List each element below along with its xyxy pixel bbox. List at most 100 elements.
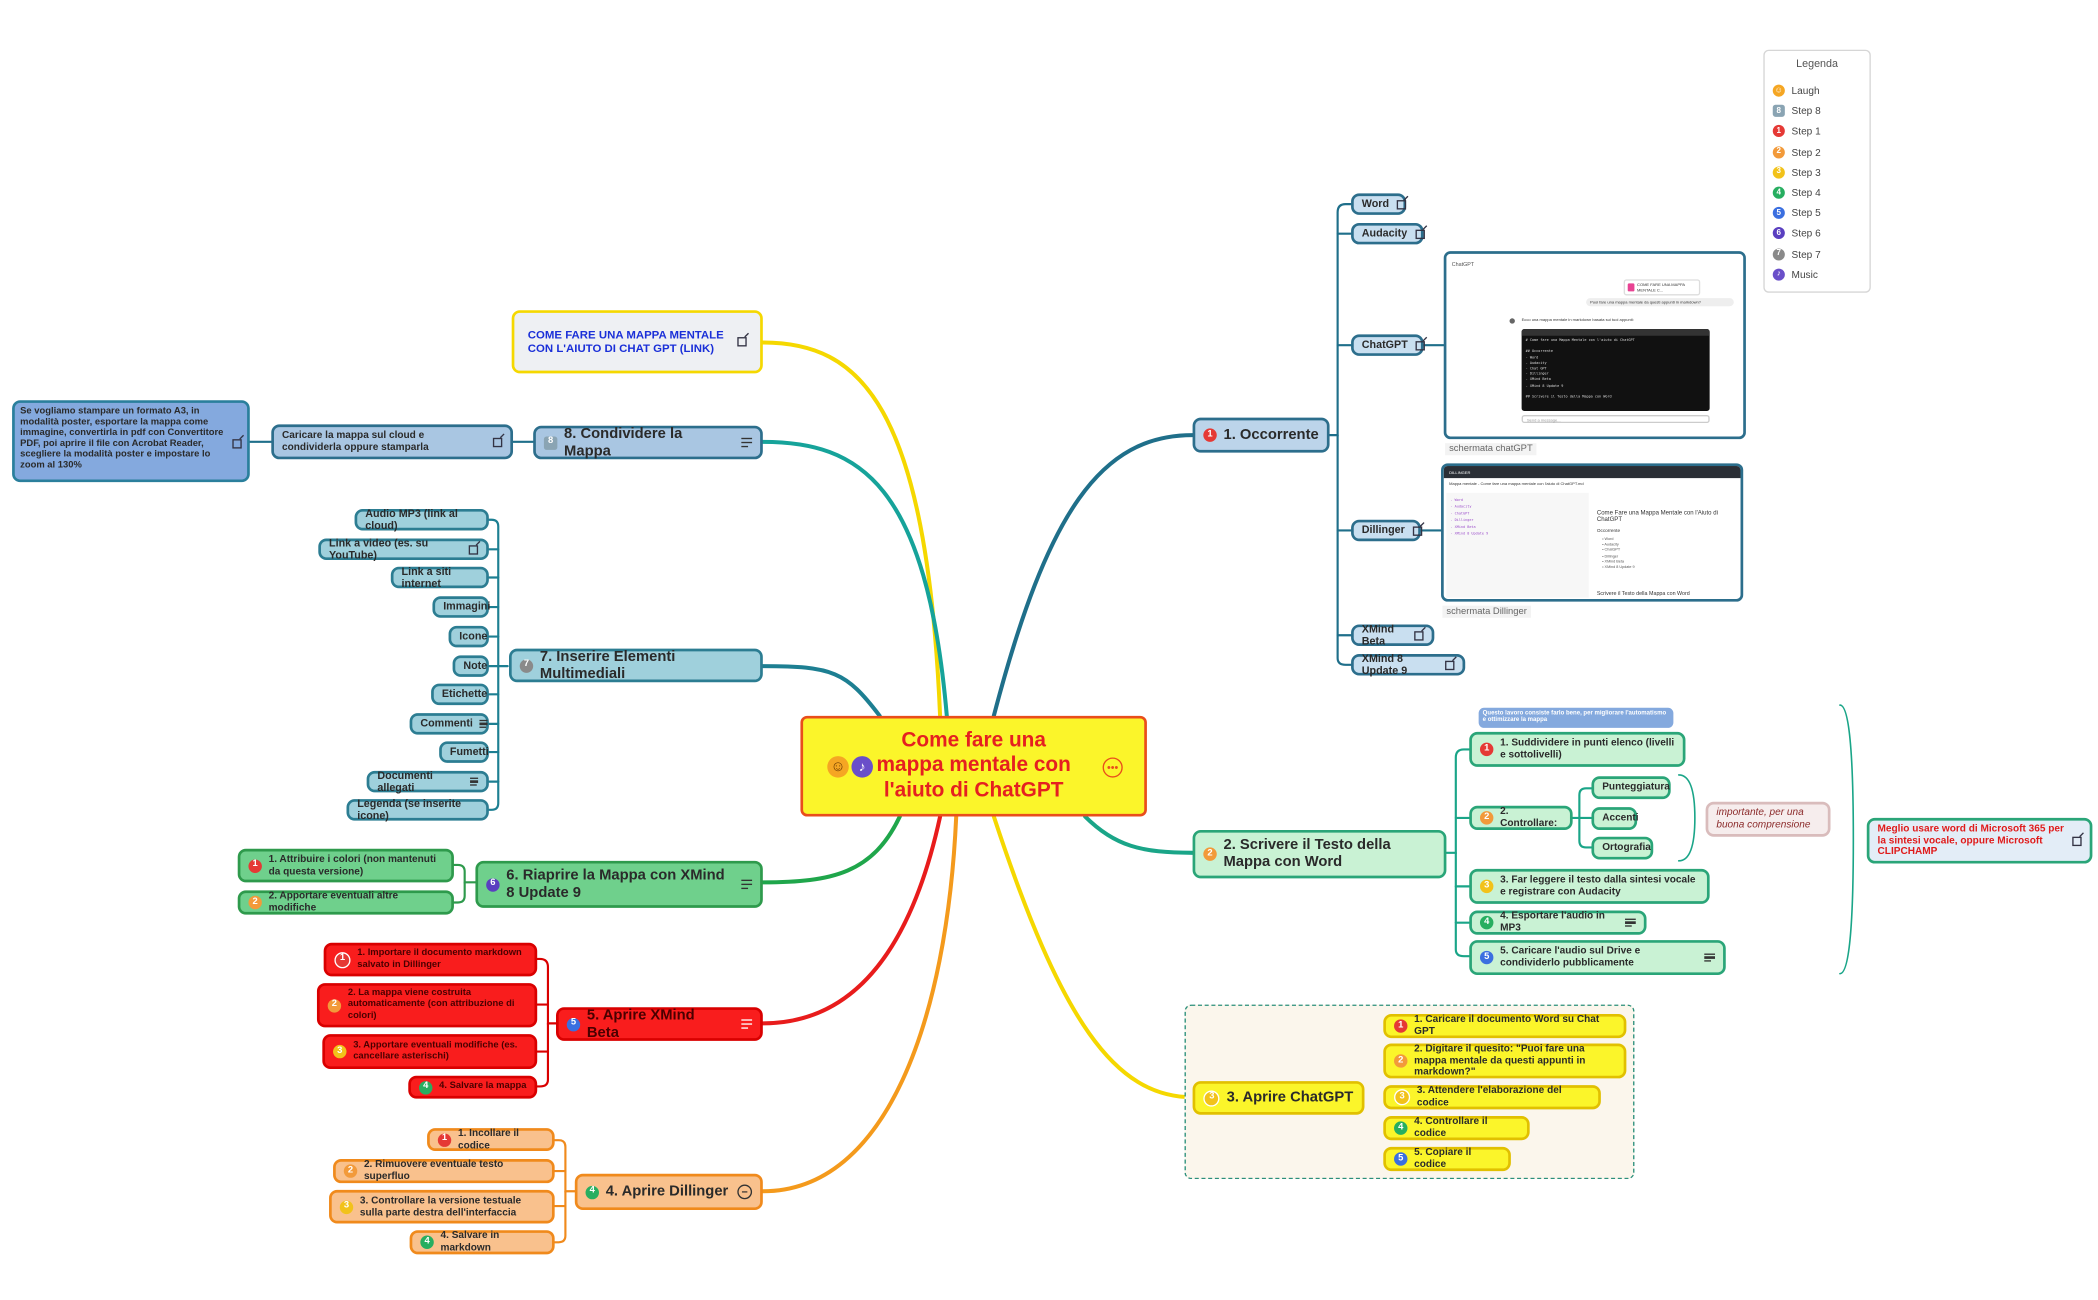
external-link-icon[interactable] [1445,660,1455,670]
notes-icon[interactable] [470,775,479,788]
external-link-icon[interactable] [232,439,242,449]
notes-icon[interactable] [1704,951,1716,964]
multimedia-item[interactable]: Etichette [431,683,489,706]
item-label: Link a siti internet [401,565,452,590]
external-link-icon[interactable] [1412,525,1423,536]
check-item[interactable]: Accenti [1591,807,1639,830]
external-link-icon[interactable] [1415,340,1426,350]
external-link-icon[interactable] [1414,630,1424,640]
music-icon: ♪ [851,756,873,778]
multimedia-item[interactable]: Legenda (se inserite icone) [346,797,489,822]
step-5-icon: 5 [1479,950,1494,965]
item-label: Note [463,659,488,673]
central-topic[interactable]: ☺ ♪ Come fare una mappa mentale con l'ai… [800,715,1147,817]
step-5-icon: 5 [1394,1152,1408,1166]
code-line: - XMind Beta [1525,377,1551,382]
multimedia-item[interactable]: Note [452,655,489,677]
step-4-icon: 4 [419,1080,433,1094]
multimedia-item[interactable]: Link a video (es. su YouTube) [318,537,489,561]
external-link-icon[interactable] [1397,199,1407,209]
note-label: Meglio usare word di Microsoft 365 per l… [1877,822,2064,858]
child-label: 2. Digitare il quesito: "Puoi fare una m… [1414,1042,1586,1078]
tool-item-word[interactable]: Word [1351,193,1407,215]
legend-label: Step 4 [1791,186,1821,199]
multimedia-item[interactable]: Icone [448,625,489,648]
step-4-icon: 4 [585,1185,599,1199]
editor-line: - XMind 8 Update 9 [1450,531,1489,536]
notes-icon[interactable] [741,1018,753,1031]
item-label: ChatGPT [1361,338,1408,352]
tool-item-dillinger[interactable]: Dillinger [1351,519,1423,542]
multimedia-item[interactable]: Commenti [409,713,489,735]
dillinger-screenshot[interactable]: DILLINGER Mappa mentale - Come fare una … [1441,463,1744,602]
multimedia-item[interactable]: Fumetti [439,741,489,763]
child-label: 1. Caricare il documento Word su Chat GP… [1414,1013,1600,1037]
code-line: # Come fare una Mappa Mentale con l'aiut… [1525,338,1635,343]
notes-icon[interactable] [479,717,488,730]
chatgpt-screenshot[interactable]: ChatGPT COME FARE UNA MAPPA MENTALE C...… [1443,251,1746,440]
branch-8-note-text: Se vogliamo stampare un formato A3, in m… [20,406,224,471]
tool-item-chatgpt[interactable]: ChatGPT [1351,334,1426,356]
notes-icon[interactable] [741,436,753,449]
external-link-icon[interactable] [468,544,479,554]
branch-8-child[interactable]: Caricare la mappa sul cloud e condivider… [271,424,514,460]
check-label: Punteggiatura [1602,780,1670,793]
check-item[interactable]: Ortografia [1591,836,1654,860]
more-options-icon[interactable]: ••• [1102,757,1123,778]
title-link-node[interactable]: COME FARE UNA MAPPA MENTALE CON L'AIUTO … [511,310,763,374]
collapse-icon[interactable]: − [737,1184,753,1200]
multimedia-item[interactable]: Immagini [432,596,490,618]
tool-item-audacity[interactable]: Audacity [1351,222,1425,245]
external-link-icon[interactable] [492,437,503,447]
code-line: - Chat GPT [1525,366,1547,371]
multimedia-item[interactable]: Documenti allegati [366,769,489,794]
multimedia-item[interactable]: Link a siti internet [390,565,489,590]
item-label: XMind Beta [1361,622,1395,648]
branch-8-note[interactable]: Se vogliamo stampare un formato A3, in m… [12,400,250,483]
external-link-icon[interactable] [2072,836,2082,846]
external-link-icon[interactable] [737,337,747,347]
external-link-icon[interactable] [1415,228,1425,239]
tool-item-xmind-beta[interactable]: XMind Beta [1351,622,1435,648]
summary-note[interactable]: importante, per una buona comprensione [1705,801,1831,837]
step-4-icon: 4 [420,1235,434,1249]
branch-2-note[interactable]: Meglio usare word di Microsoft 365 per l… [1866,817,2093,864]
multimedia-item[interactable]: Audio MP3 (link al cloud) [354,507,489,532]
tool-item-xmind8[interactable]: XMind 8 Update 9 [1351,652,1466,677]
check-label: Accenti [1602,811,1639,824]
notes-icon[interactable] [1625,916,1636,929]
item-label: Legenda (se inserite icone) [357,797,462,822]
notes-icon[interactable] [741,878,753,891]
check-item[interactable]: Punteggiatura [1591,776,1671,800]
